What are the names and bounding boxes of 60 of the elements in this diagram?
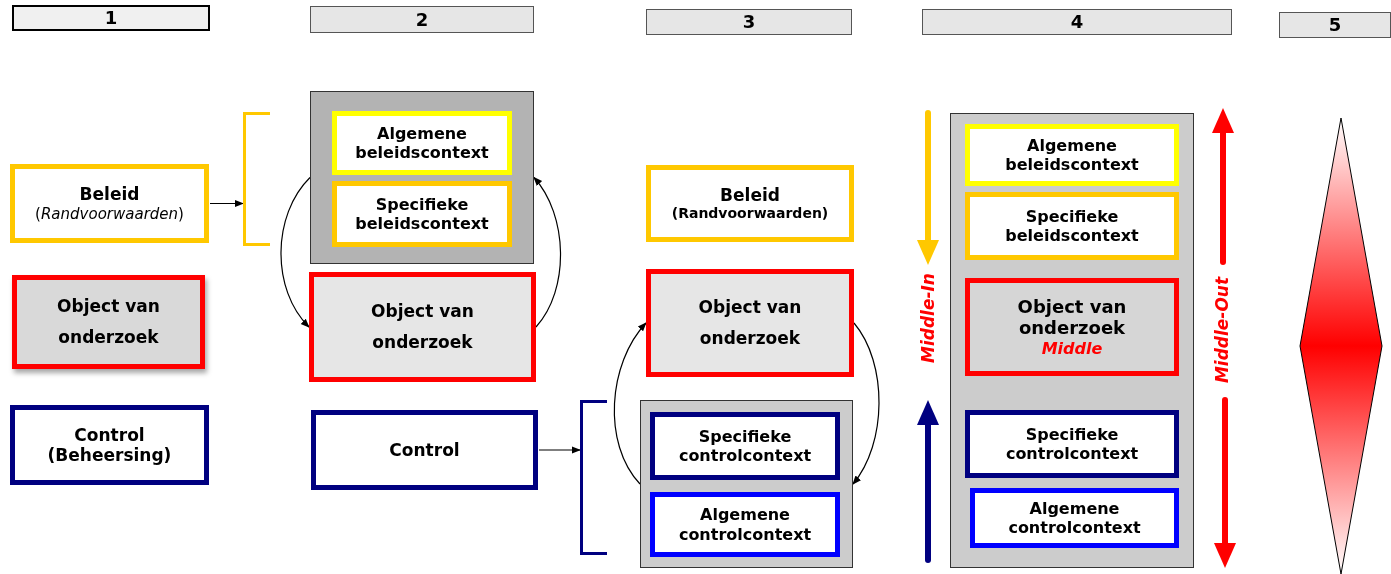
box-text: Beleid <box>79 184 140 205</box>
text-box <box>332 181 512 247</box>
column-number: 4 <box>1070 11 1084 33</box>
box-text: Specifieke beleidscontext <box>1004 206 1140 246</box>
text-box <box>10 405 209 485</box>
diamond-shape <box>1300 118 1382 574</box>
group-panel <box>310 91 534 264</box>
box-text: Object van onderzoek <box>1016 295 1128 339</box>
column-number: 2 <box>415 8 429 31</box>
box-text: Control <box>74 424 145 445</box>
box-text: Algemene controlcontext <box>1007 498 1142 538</box>
text-box <box>965 124 1179 186</box>
box-text: Object van onderzoek <box>370 300 475 354</box>
text-box <box>12 275 205 369</box>
column-number: 5 <box>1328 14 1342 36</box>
box-text: Specifieke controlcontext <box>1004 424 1140 464</box>
box-text: (Beheersing) <box>47 445 172 466</box>
box-text: Algemene controlcontext <box>677 505 813 544</box>
text-box <box>646 269 854 377</box>
box-text: Algemene beleidscontext <box>354 123 490 163</box>
box-text: Specifieke beleidscontext <box>354 194 490 234</box>
text-box <box>332 111 512 175</box>
box-text: Beleid <box>720 184 780 206</box>
box-text: Object van onderzoek <box>56 295 161 349</box>
column-number-header <box>646 9 852 35</box>
arrow <box>538 446 581 454</box>
column-number: 1 <box>104 7 118 29</box>
column-number-header <box>310 6 534 33</box>
arrow <box>852 322 880 485</box>
box-text: Object van onderzoek <box>697 296 803 350</box>
box-text: (Randvoorwaarden) <box>35 204 184 223</box>
arrow <box>613 322 647 485</box>
column-number-header <box>1279 12 1391 38</box>
arrow <box>533 176 562 328</box>
bracket <box>580 400 607 555</box>
text-box <box>309 272 536 382</box>
arrow <box>209 199 244 208</box>
arrow <box>280 176 311 328</box>
box-text: Control <box>389 439 460 461</box>
box-text: (Randvoorwaarden) <box>671 205 829 223</box>
axis-label: Middle-Out <box>1212 276 1233 384</box>
text-box <box>311 410 538 490</box>
axis-label: Middle-In <box>917 273 938 363</box>
box-text: Algemene beleidscontext <box>1004 135 1140 175</box>
group-panel <box>950 113 1194 568</box>
column-number-header <box>12 5 210 31</box>
box-text: Specifieke controlcontext <box>677 426 813 466</box>
bracket <box>243 112 270 246</box>
text-box <box>650 412 840 480</box>
box-text: Middle <box>1041 339 1103 359</box>
text-box <box>965 278 1179 376</box>
text-box <box>965 192 1179 260</box>
text-box <box>646 165 854 242</box>
text-box <box>650 492 840 557</box>
text-box <box>970 488 1179 548</box>
column-number: 3 <box>742 11 756 33</box>
column-number-header <box>922 9 1232 35</box>
group-panel <box>640 400 853 568</box>
text-box <box>965 410 1179 478</box>
text-box <box>10 164 209 243</box>
